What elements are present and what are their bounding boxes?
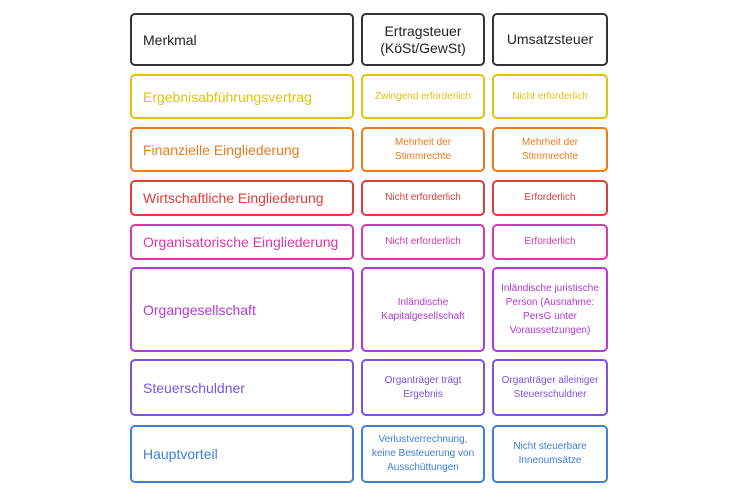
- row-vat-cell: Nicht steuerbare Innenumsätze: [492, 425, 608, 483]
- row-vat-cell: Erforderlich: [492, 224, 608, 260]
- row-vat-cell: Erforderlich: [492, 180, 608, 216]
- row-vat-value: Inländische juristische Person (Ausnahme…: [501, 282, 599, 336]
- row-vat-value: Organträger alleiniger Steuerschuldner: [501, 374, 599, 400]
- header-feature-cell: Merkmal: [130, 13, 354, 66]
- row-label-cell: Ergebnisabführungsvertrag: [130, 74, 354, 119]
- row-vat-cell: Mehrheit der Stimmrechte: [492, 127, 608, 172]
- row-income-tax-cell: Verlustverrechnung, keine Besteuerung vo…: [361, 425, 485, 483]
- row-vat-cell: Organträger alleiniger Steuerschuldner: [492, 359, 608, 416]
- row-label: Finanzielle Eingliederung: [143, 141, 300, 158]
- row-label-cell: Wirtschaftliche Eingliederung: [130, 180, 354, 216]
- header-vat-label: Umsatzsteuer: [506, 31, 594, 47]
- row-label: Ergebnisabführungsvertrag: [143, 88, 312, 105]
- row-label: Steuerschuldner: [143, 379, 245, 396]
- header-feature-label: Merkmal: [143, 31, 197, 48]
- row-vat-value: Erforderlich: [524, 236, 576, 247]
- row-income-tax-value: Mehrheit der Stimmrechte: [394, 136, 452, 162]
- row-vat-value: Mehrheit der Stimmrechte: [521, 136, 579, 162]
- header-vat-cell: Umsatzsteuer: [492, 13, 608, 66]
- row-income-tax-value: Nicht erforderlich: [385, 236, 461, 247]
- row-label-cell: Steuerschuldner: [130, 359, 354, 416]
- row-label: Organgesellschaft: [143, 301, 256, 318]
- row-vat-value: Nicht erforderlich: [512, 90, 588, 102]
- row-vat-cell: Nicht erforderlich: [492, 74, 608, 119]
- row-income-tax-cell: Mehrheit der Stimmrechte: [361, 127, 485, 172]
- row-income-tax-cell: Zwingend erforderlich: [361, 74, 485, 119]
- row-label: Hauptvorteil: [143, 446, 218, 462]
- row-income-tax-cell: Organträger trägt Ergebnis: [361, 359, 485, 416]
- row-income-tax-cell: Inländische Kapitalgesellschaft: [361, 267, 485, 352]
- row-income-tax-value: Zwingend erforderlich: [374, 90, 472, 102]
- row-vat-value: Nicht steuerbare Innenumsätze: [513, 441, 587, 466]
- row-income-tax-cell: Nicht erforderlich: [361, 180, 485, 216]
- row-label: Wirtschaftliche Eingliederung: [143, 190, 324, 206]
- row-income-tax-cell: Nicht erforderlich: [361, 224, 485, 260]
- row-label-cell: Hauptvorteil: [130, 425, 354, 483]
- row-vat-cell: Inländische juristische Person (Ausnahme…: [492, 267, 608, 352]
- header-income-tax-cell: Ertragsteuer (KöSt/GewSt): [361, 13, 485, 66]
- row-income-tax-value: Nicht erforderlich: [385, 192, 461, 203]
- row-label: Organisatorische Eingliederung: [143, 234, 339, 250]
- row-label-cell: Finanzielle Eingliederung: [130, 127, 354, 172]
- row-label-cell: Organisatorische Eingliederung: [130, 224, 354, 260]
- row-vat-value: Erforderlich: [524, 192, 576, 203]
- row-income-tax-value: Organträger trägt Ergebnis: [384, 374, 462, 400]
- row-income-tax-value: Verlustverrechnung, keine Besteuerung vo…: [371, 434, 475, 473]
- header-income-tax-label: Ertragsteuer (KöSt/GewSt): [380, 22, 466, 56]
- row-income-tax-value: Inländische Kapitalgesellschaft: [381, 296, 465, 322]
- row-label-cell: Organgesellschaft: [130, 267, 354, 352]
